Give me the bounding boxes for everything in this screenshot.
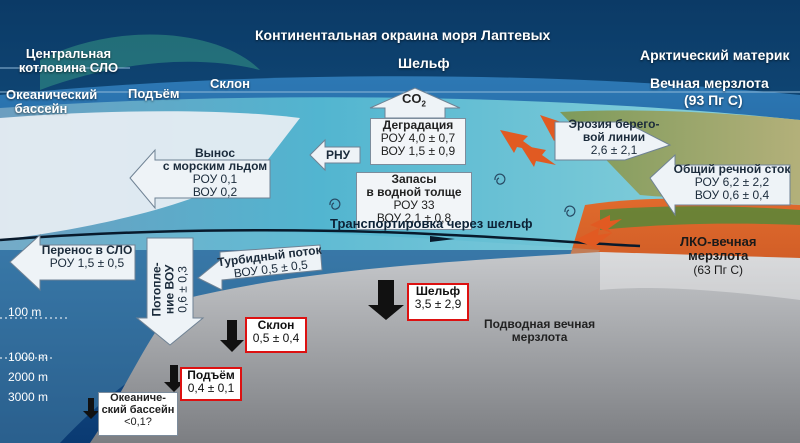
ice-complex-subtitle: мерзлота — [680, 249, 756, 263]
river-doc: РОУ 6,2 ± 2,2 — [672, 176, 792, 189]
depth-2000: 2000 m — [8, 370, 48, 384]
ice-complex-permafrost: ЛКО-вечная мерзлота (63 Пг С) — [680, 235, 756, 277]
sea-ice-subtitle: с морским льдом — [160, 160, 270, 173]
subsea-permafrost: Подводная вечная мерзлота — [484, 318, 595, 344]
burial-rise-box: Подъём 0,4 ± 0,1 — [180, 367, 242, 401]
slope-zone: Склон — [210, 77, 250, 91]
erosion-title: Эрозия берего- — [562, 118, 666, 131]
sea-ice-poc: ВОУ 0,2 — [160, 186, 270, 199]
transfer-to-ao: Перенос в СЛО РОУ 1,5 ± 0,5 — [38, 244, 136, 270]
erosion-value: 2,6 ± 2,1 — [562, 144, 666, 157]
transfer-ao-doc: РОУ 1,5 ± 0,5 — [38, 257, 136, 270]
ocean-basin-zone: Океанический бассейн — [6, 88, 76, 115]
sinking-value: 0,6 ± 0,3 — [176, 246, 189, 332]
sea-ice-title: Вынос — [160, 147, 270, 160]
burial-basin-box: Океаниче- ский бассейн <0,1? — [98, 392, 178, 436]
sea-ice-doc: РОУ 0,1 — [160, 173, 270, 186]
depth-1000: 1000 m — [8, 350, 48, 364]
river-discharge: Общий речной сток РОУ 6,2 ± 2,2 ВОУ 0,6 … — [672, 163, 792, 202]
sea-ice-export: Вынос с морским льдом РОУ 0,1 ВОУ 0,2 — [160, 147, 270, 199]
subsea-line2: мерзлота — [484, 331, 595, 344]
burial-shelf-value: 3,5 ± 2,9 — [409, 298, 467, 311]
poc-sinking: Потопле- ние ВОУ 0,6 ± 0,3 — [151, 246, 190, 332]
degradation-title: Деградация — [371, 119, 465, 132]
central-basin-title: Центральная котловина СЛО — [6, 47, 131, 74]
transfer-ao-title: Перенос в СЛО — [38, 244, 136, 257]
rise-zone: Подъём — [128, 87, 180, 101]
degradation-poc: ВОУ 1,5 ± 0,9 — [371, 145, 465, 158]
shelf-zone: Шельф — [398, 56, 450, 71]
stocks-doc: РОУ 33 — [357, 199, 471, 212]
burial-basin-value: <0,1? — [99, 417, 177, 429]
stocks-subtitle: в водной толще — [357, 186, 471, 199]
shelf-transport-label: Транспортировка через шельф — [330, 217, 533, 231]
co2-label: CO2 — [402, 92, 426, 109]
sinking-subtitle: ние ВОУ — [164, 246, 177, 332]
degradation-doc: РОУ 4,0 ± 0,7 — [371, 132, 465, 145]
burial-slope-value: 0,5 ± 0,4 — [247, 332, 305, 345]
burial-basin-subtitle: ский бассейн — [99, 405, 177, 417]
header-title: Континентальная окраина моря Лаптевых — [255, 28, 550, 43]
stocks-title: Запасы — [357, 173, 471, 186]
permafrost-zone: Вечная мерзлота — [650, 76, 769, 91]
burial-shelf-box: Шельф 3,5 ± 2,9 — [407, 283, 469, 321]
degradation-box: Деградация РОУ 4,0 ± 0,7 ВОУ 1,5 ± 0,9 — [370, 118, 466, 165]
rnu-label: РНУ — [326, 149, 350, 162]
river-title: Общий речной сток — [672, 163, 792, 176]
ice-complex-title: ЛКО-вечная — [680, 235, 756, 249]
coastal-erosion: Эрозия берего- вой линии 2,6 ± 2,1 — [562, 118, 666, 157]
burial-rise-value: 0,4 ± 0,1 — [182, 382, 240, 395]
erosion-subtitle: вой линии — [562, 131, 666, 144]
river-poc: ВОУ 0,6 ± 0,4 — [672, 189, 792, 202]
depth-100: 100 m — [8, 305, 41, 319]
arctic-mainland-title: Арктический материк — [640, 48, 790, 63]
burial-slope-box: Склон 0,5 ± 0,4 — [245, 317, 307, 353]
ice-complex-amount: (63 Пг С) — [680, 264, 756, 277]
depth-3000: 3000 m — [8, 390, 48, 404]
permafrost-amount: (93 Пг С) — [684, 93, 743, 108]
